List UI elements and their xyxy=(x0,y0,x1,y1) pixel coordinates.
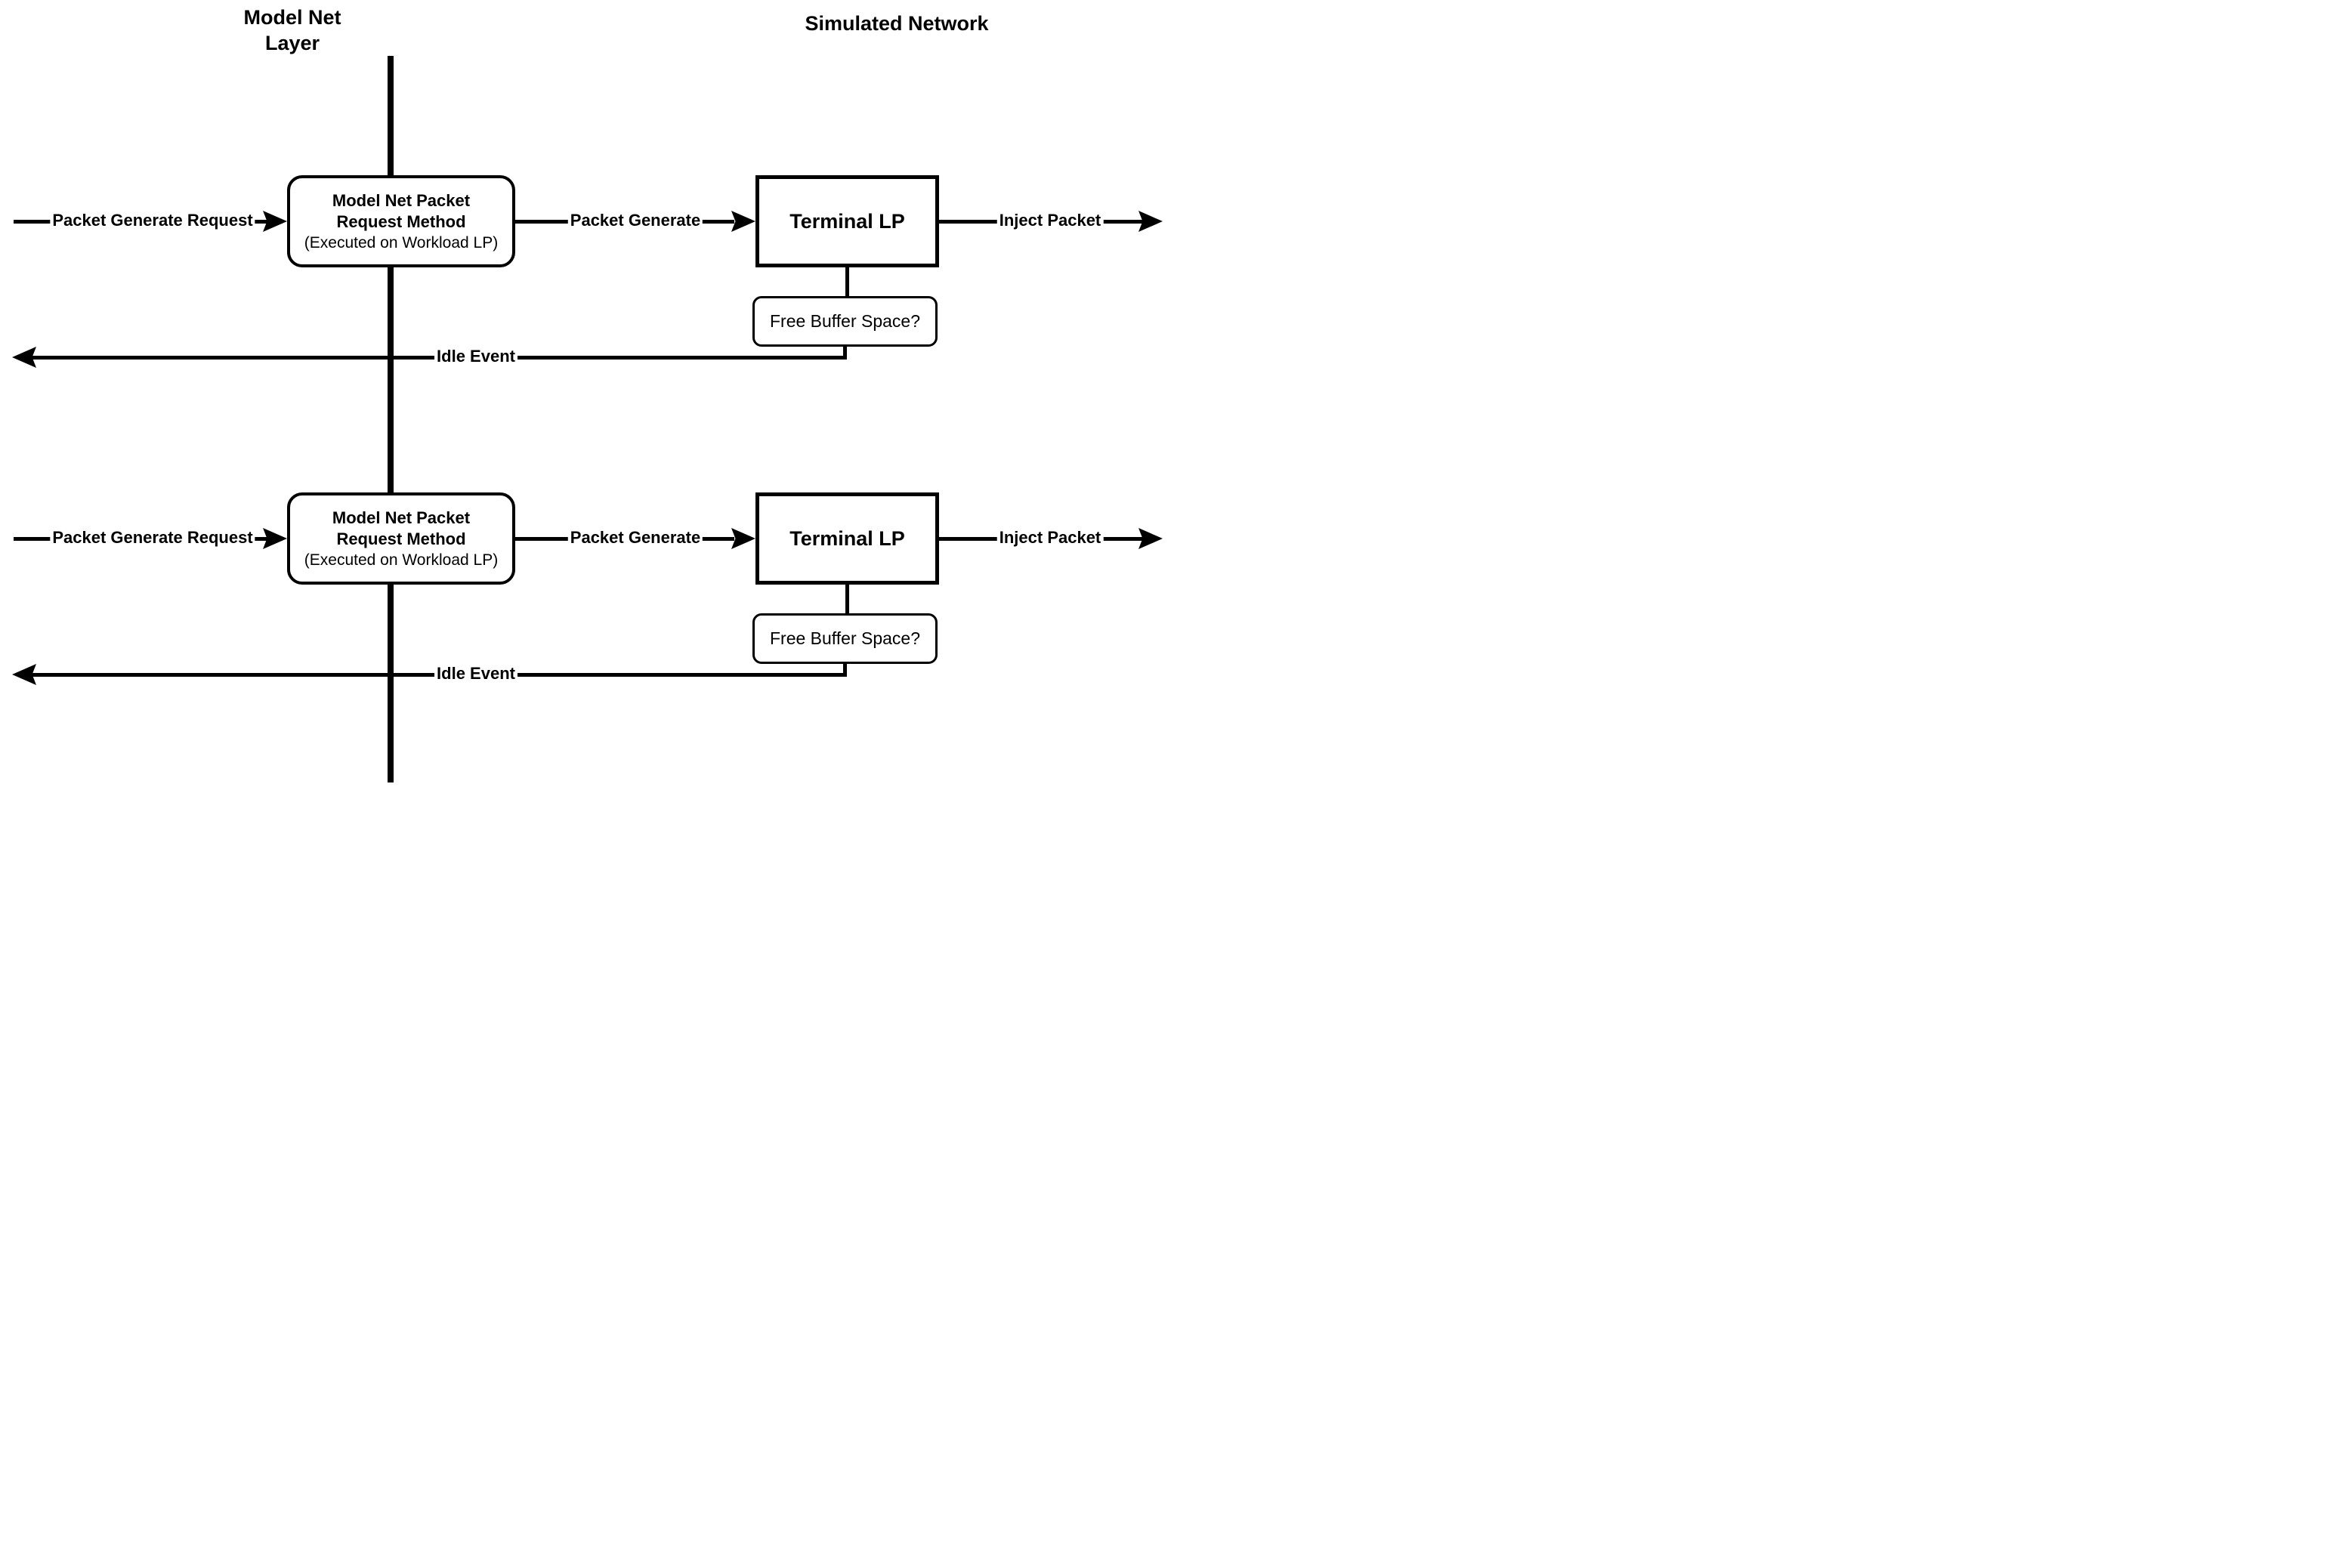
idle-event-label-1: Idle Event xyxy=(434,345,517,368)
method-box-line2: Request Method xyxy=(336,211,466,231)
column-title-model-net-layer-line2: Layer xyxy=(264,32,320,54)
packet-generate-label-2: Packet Generate xyxy=(567,526,703,549)
model-net-packet-request-method-box-2: Model Net Packet Request Method (Execute… xyxy=(287,492,515,585)
diagram-canvas: Model Net Layer Simulated Network Packet… xyxy=(0,0,1174,784)
idle-event-label-2: Idle Event xyxy=(434,662,517,685)
free-buffer-space-box-1: Free Buffer Space? xyxy=(752,296,938,347)
buffer-to-idle-elbow-2 xyxy=(843,664,847,674)
method-box-line1: Model Net Packet xyxy=(332,508,471,527)
layer-boundary-line xyxy=(388,56,394,782)
column-title-model-net-layer: Model Net Layer xyxy=(141,5,443,56)
column-title-simulated-network: Simulated Network xyxy=(805,12,989,35)
packet-generate-request-label-2: Packet Generate Request xyxy=(50,526,255,549)
packet-generate-request-label-1: Packet Generate Request xyxy=(50,209,255,232)
terminal-to-buffer-connector-2 xyxy=(845,585,849,613)
column-title-model-net-layer-line1: Model Net xyxy=(243,6,341,29)
buffer-to-idle-elbow-1 xyxy=(843,347,847,357)
method-box-line2: Request Method xyxy=(336,529,466,548)
method-box-line3: (Executed on Workload LP) xyxy=(304,233,499,252)
terminal-to-buffer-connector-1 xyxy=(845,267,849,296)
right-arrowhead-icon xyxy=(731,528,755,549)
method-box-line1: Model Net Packet xyxy=(332,190,471,210)
terminal-lp-box-1: Terminal LP xyxy=(755,175,939,267)
method-box-line3: (Executed on Workload LP) xyxy=(304,551,499,569)
free-buffer-space-box-2: Free Buffer Space? xyxy=(752,613,938,664)
inject-packet-label-2: Inject Packet xyxy=(996,526,1104,549)
right-arrowhead-icon xyxy=(731,211,755,232)
packet-generate-label-1: Packet Generate xyxy=(567,209,703,232)
model-net-packet-request-method-box-1: Model Net Packet Request Method (Execute… xyxy=(287,175,515,267)
inject-packet-label-1: Inject Packet xyxy=(996,209,1104,232)
terminal-lp-box-2: Terminal LP xyxy=(755,492,939,585)
